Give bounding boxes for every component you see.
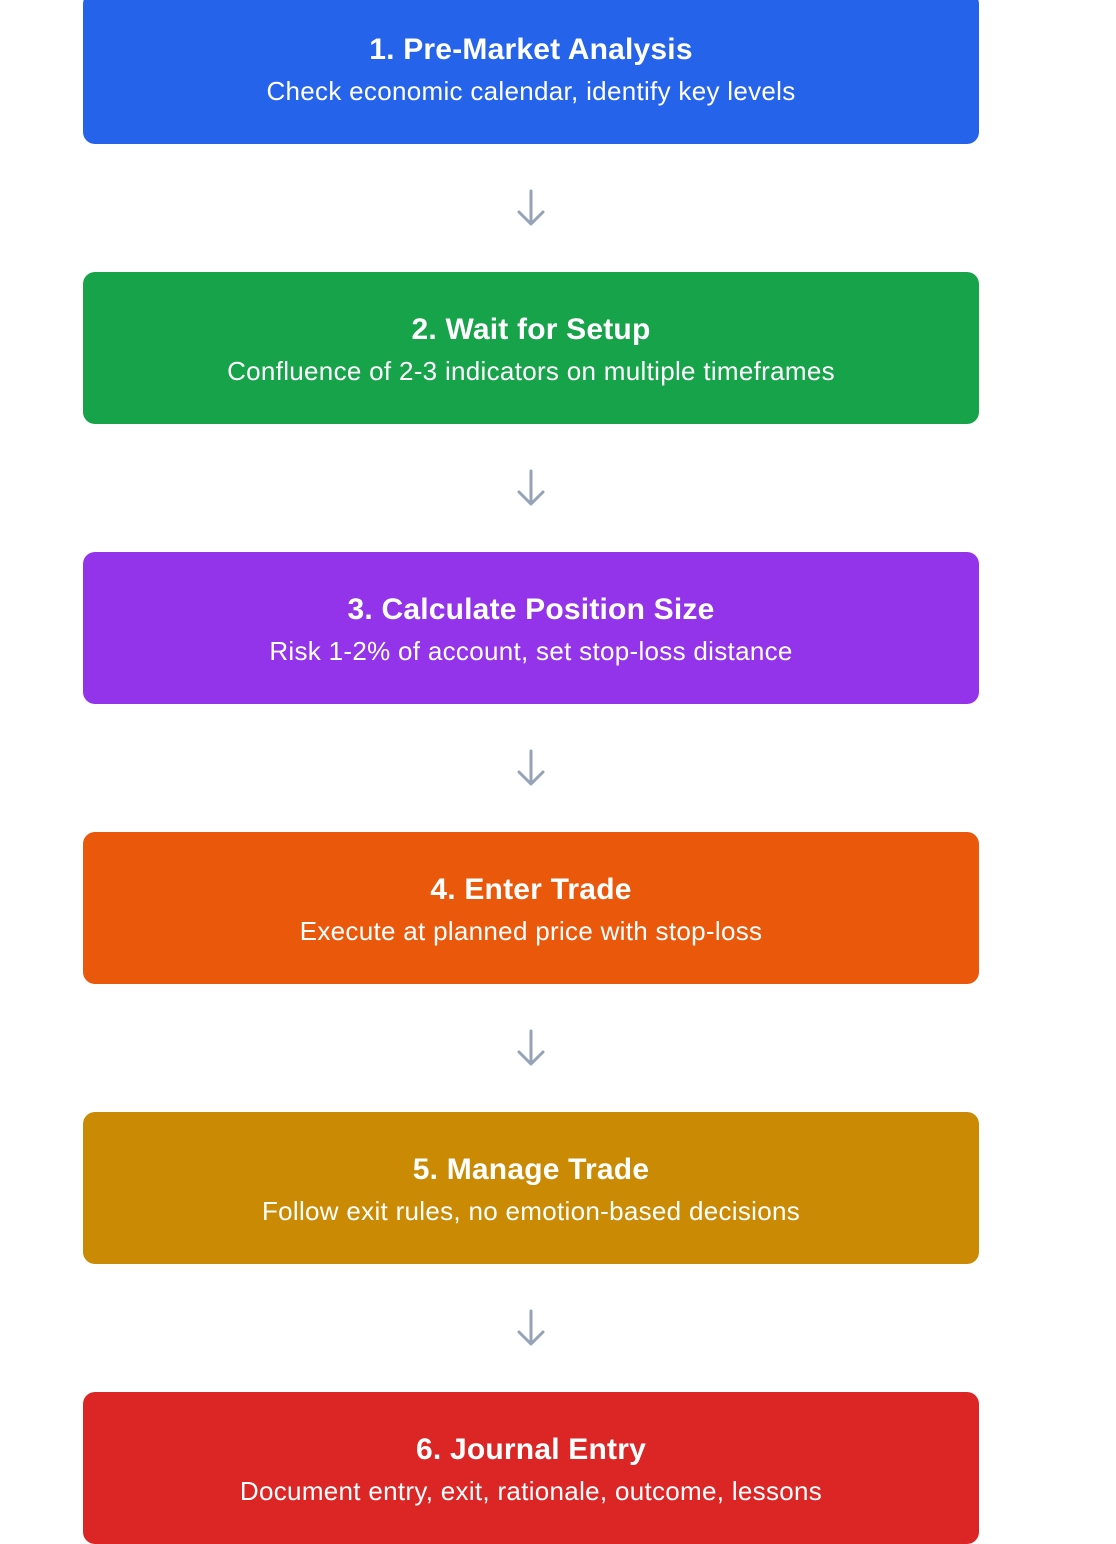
arrow-down-icon xyxy=(517,1029,545,1066)
step-wait-for-setup: 2. Wait for Setup Confluence of 2-3 indi… xyxy=(83,272,979,424)
step-enter-trade: 4. Enter Trade Execute at planned price … xyxy=(83,832,979,984)
arrow-down-icon xyxy=(517,469,545,506)
connector xyxy=(83,144,979,272)
step-description: Follow exit rules, no emotion-based deci… xyxy=(261,1195,801,1226)
step-description: Execute at planned price with stop-loss xyxy=(299,915,763,946)
step-pre-market-analysis: 1. Pre-Market Analysis Check economic ca… xyxy=(83,0,979,144)
step-title: 3. Calculate Position Size xyxy=(347,592,715,626)
step-title: 4. Enter Trade xyxy=(430,872,632,906)
step-description: Document entry, exit, rationale, outcome… xyxy=(239,1475,823,1506)
step-description: Confluence of 2-3 indicators on multiple… xyxy=(227,355,835,386)
connector xyxy=(83,1264,979,1392)
step-title: 6. Journal Entry xyxy=(416,1432,646,1466)
step-title: 1. Pre-Market Analysis xyxy=(369,32,693,66)
arrow-down-icon xyxy=(517,1309,545,1346)
step-description: Check economic calendar, identify key le… xyxy=(266,75,796,106)
arrow-down-icon xyxy=(517,749,545,786)
step-journal-entry: 6. Journal Entry Document entry, exit, r… xyxy=(83,1392,979,1544)
step-calculate-position-size: 3. Calculate Position Size Risk 1-2% of … xyxy=(83,552,979,704)
connector xyxy=(83,704,979,832)
trading-workflow-diagram: 1. Pre-Market Analysis Check economic ca… xyxy=(83,0,979,1544)
step-manage-trade: 5. Manage Trade Follow exit rules, no em… xyxy=(83,1112,979,1264)
step-description: Risk 1-2% of account, set stop-loss dist… xyxy=(269,635,793,666)
arrow-down-icon xyxy=(517,189,545,226)
connector xyxy=(83,424,979,552)
connector xyxy=(83,984,979,1112)
step-title: 5. Manage Trade xyxy=(412,1152,650,1186)
step-title: 2. Wait for Setup xyxy=(411,312,651,346)
